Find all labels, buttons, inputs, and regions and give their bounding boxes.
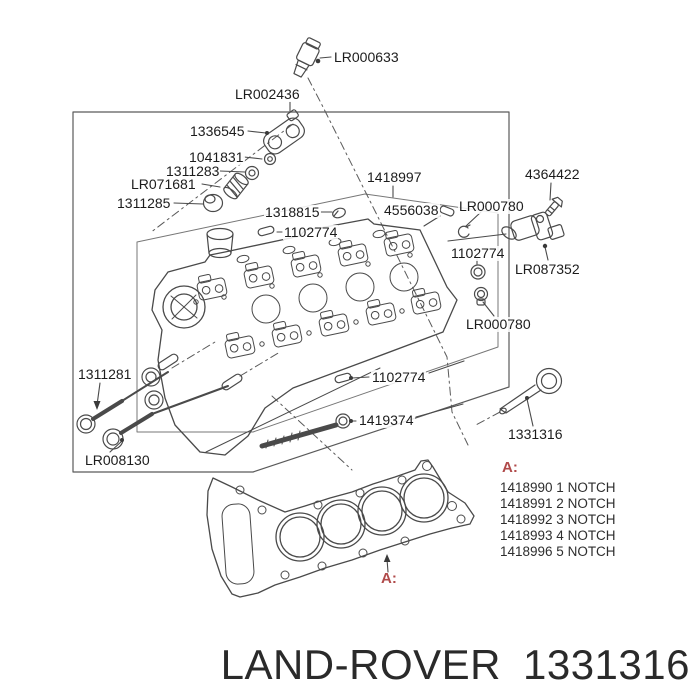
gasket-variant-row: 1418991 2 NOTCH <box>500 496 616 511</box>
callout-label: LR000633 <box>333 49 400 65</box>
gasket-variant-marker: A: <box>502 459 518 476</box>
callout-label: 1311285 <box>116 195 172 211</box>
valve-icon <box>102 385 229 450</box>
valves-drawing <box>76 353 243 450</box>
coolant-sensor-icon <box>293 37 321 78</box>
callout-label: LR071681 <box>130 176 197 192</box>
callout-label: 1041831 <box>188 149 245 165</box>
callout-label: LR000780 <box>458 198 525 214</box>
right-side-small-parts <box>257 196 565 384</box>
gasket-variant-row: 1418992 3 NOTCH <box>500 512 616 527</box>
screw-icon-4364422 <box>545 196 563 217</box>
stud-pin-icon <box>439 205 455 217</box>
spring-retainer-icon <box>244 165 260 181</box>
valve-spring-parts-chain <box>202 109 305 213</box>
valve-keeper-icon <box>263 152 277 166</box>
callout-label: 1331316 <box>507 426 564 442</box>
head-gasket-drawing <box>206 459 475 598</box>
callout-leader-lines <box>93 56 552 573</box>
gasket-variant-row: 1418990 1 NOTCH <box>500 480 616 495</box>
inner-perspective-box <box>136 193 499 433</box>
clip-icon-1318815 <box>332 207 346 219</box>
callout-label: LR000780 <box>465 316 532 332</box>
head-bolt-1419374 <box>259 413 351 449</box>
callout-label: 1102774 <box>283 224 339 240</box>
main-part-number: 1331316 <box>522 641 690 688</box>
dowel-pill-icon <box>257 225 352 384</box>
callout-label: LR087352 <box>514 261 581 277</box>
gasket-a-marker: A: <box>381 570 397 587</box>
camshaft-position-sensor-icon <box>501 211 565 241</box>
callout-label: 1318815 <box>264 204 321 220</box>
callout-label: 1311281 <box>77 366 133 382</box>
callout-label: 1102774 <box>450 245 506 261</box>
seal-ring-icon <box>470 264 486 280</box>
callout-label: 4556038 <box>383 202 440 218</box>
callout-label: 1418997 <box>366 169 423 185</box>
retainer-clip-icon <box>457 224 471 238</box>
valve-spring-icon <box>223 172 249 200</box>
gasket-variant-row: 1418996 5 NOTCH <box>500 544 616 559</box>
callout-label: LR002436 <box>234 86 301 102</box>
head-bolt-1331316 <box>499 367 563 415</box>
callout-label: 1311283 <box>165 163 221 179</box>
callout-label: 1419374 <box>358 412 415 428</box>
cup-plug-icon <box>206 227 234 259</box>
valve-seal-ring-icon <box>141 367 164 410</box>
brand-name: LAND-ROVER <box>220 641 501 688</box>
callout-label: 1336545 <box>189 123 246 139</box>
gasket-variant-row: 1418993 4 NOTCH <box>500 528 616 543</box>
outer-assembly-box <box>72 111 510 473</box>
callout-label: 1102774 <box>371 369 427 385</box>
callout-label: 4364422 <box>524 166 581 182</box>
callout-label: LR008130 <box>84 452 151 468</box>
valve-stem-seal-icon <box>202 193 224 213</box>
camshaft-cap-icon <box>263 109 305 155</box>
footer-caption: LAND-ROVER 1331316 <box>0 641 690 689</box>
flanged-bolt-icon <box>473 286 489 306</box>
valve-guide-icon <box>157 353 243 391</box>
